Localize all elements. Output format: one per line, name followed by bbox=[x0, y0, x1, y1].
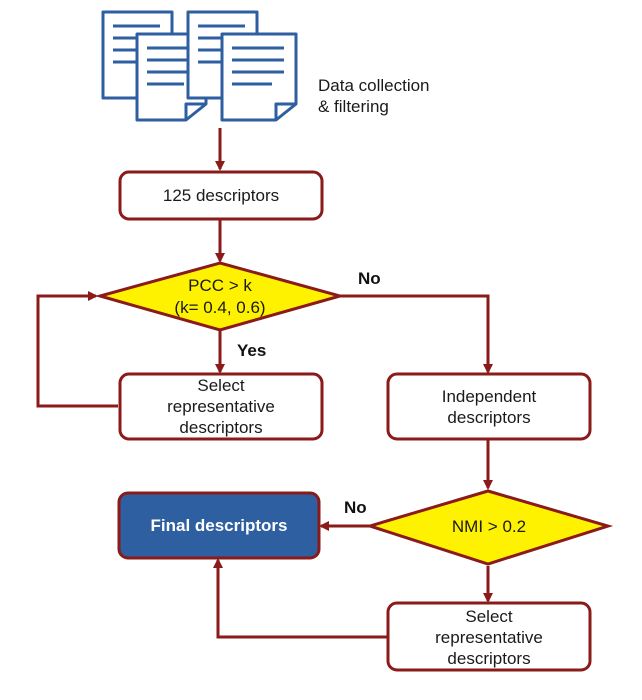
select-right-line2: representative bbox=[435, 628, 543, 647]
descriptors-box bbox=[118, 170, 324, 221]
independent-line2: descriptors bbox=[447, 408, 530, 427]
arrow-pcc-no-to-independent bbox=[340, 294, 493, 374]
data-collection-label-line2: & filtering bbox=[318, 97, 389, 116]
select-representative-left-box bbox=[118, 372, 324, 441]
arrow-select-loop-to-pcc bbox=[36, 291, 118, 408]
independent-descriptors-box bbox=[386, 372, 592, 441]
pcc-yes-label: Yes bbox=[237, 341, 266, 360]
select-right-line3: descriptors bbox=[447, 649, 530, 668]
final-descriptors-label: Final descriptors bbox=[151, 516, 288, 535]
select-representative-right-box bbox=[386, 601, 592, 672]
document-stack-icon bbox=[101, 10, 298, 122]
pcc-decision-line1: PCC > k bbox=[188, 276, 252, 295]
select-left-line2: representative bbox=[167, 397, 275, 416]
select-left-line1: Select bbox=[197, 376, 245, 395]
data-collection-label-line1: Data collection bbox=[318, 76, 430, 95]
descriptors-box-label: 125 descriptors bbox=[163, 186, 279, 205]
select-right-line1: Select bbox=[465, 607, 513, 626]
pcc-no-label: No bbox=[358, 269, 381, 288]
final-descriptors-box bbox=[117, 491, 321, 560]
nmi-decision-label: NMI > 0.2 bbox=[452, 517, 526, 536]
arrow-select-right-to-final bbox=[213, 558, 388, 639]
nmi-decision-diamond bbox=[364, 489, 614, 566]
connectors bbox=[36, 128, 493, 639]
nmi-no-label: No bbox=[344, 498, 367, 517]
independent-line1: Independent bbox=[442, 387, 537, 406]
select-left-line3: descriptors bbox=[179, 418, 262, 437]
pcc-decision-line2: (k= 0.4, 0.6) bbox=[174, 298, 265, 317]
pcc-decision-diamond bbox=[94, 261, 346, 332]
